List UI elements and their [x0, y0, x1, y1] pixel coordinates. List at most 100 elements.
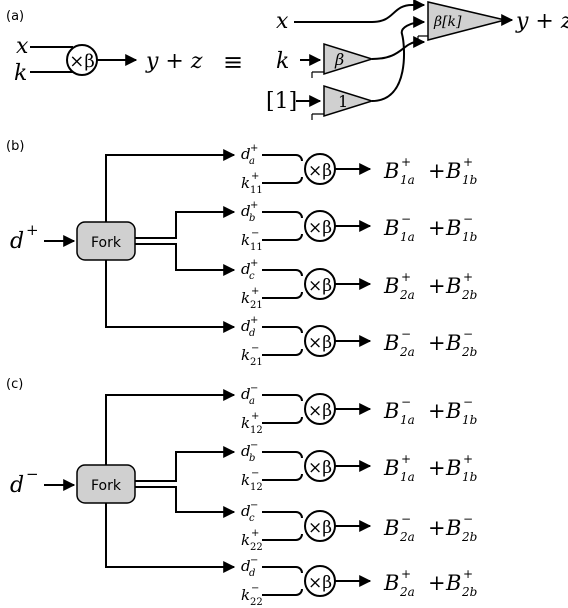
row-wire-d — [262, 326, 303, 334]
row-d-label: d — [241, 145, 251, 163]
row-term1: B — [383, 274, 399, 298]
row-term2-sup: − — [463, 395, 473, 409]
row-term1-sub: 1a — [400, 173, 415, 187]
row-term1-sub: 1a — [400, 230, 415, 244]
input-x-label: x — [16, 34, 29, 59]
one-ground — [311, 113, 324, 120]
row-d-sub: d — [249, 328, 255, 339]
panel-b-label: (b) — [6, 139, 24, 154]
row-wire-k — [262, 588, 303, 596]
row-term1: B — [383, 159, 399, 183]
row-term2-sup: − — [463, 512, 473, 526]
row-wire-d — [262, 394, 303, 402]
row-plus: + — [428, 216, 446, 240]
panel-c-label: (c) — [6, 377, 23, 392]
fork-wire-a — [105, 149, 236, 222]
multiplier-symbol: ×β — [308, 458, 332, 478]
row-k-sup: + — [251, 286, 259, 297]
row-d-label: d — [241, 317, 251, 335]
row-d-sup: − — [250, 555, 258, 566]
row-k-label: k — [241, 346, 250, 364]
row-wire-d — [262, 154, 303, 162]
row-k-sup: + — [251, 528, 259, 539]
row-k-label: k — [241, 586, 250, 604]
row-d-sup: − — [250, 440, 258, 451]
row-term2-sub: 1b — [462, 413, 477, 427]
row-term2-sub: 2b — [461, 288, 477, 302]
row-term1-sup: − — [401, 212, 411, 226]
row-d-sub: d — [249, 568, 255, 579]
row-d-sup: + — [250, 315, 258, 326]
row-d-sub: a — [249, 396, 255, 407]
row-term2-sub: 1b — [462, 230, 477, 244]
multiplier-symbol: ×β — [308, 161, 332, 181]
fork-wire-b — [135, 446, 236, 482]
row-d-sub: c — [249, 513, 255, 524]
gain-triangle-big — [427, 1, 506, 41]
fork-wire-d — [105, 260, 236, 333]
fork-wire-a — [105, 389, 236, 465]
rhs-x-label: x — [276, 9, 289, 34]
row-term1: B — [383, 399, 399, 423]
panel-c-input-sign: − — [26, 465, 39, 483]
row-k-sub: 11 — [250, 185, 263, 196]
row-term2-sub: 2b — [461, 585, 477, 599]
row-wire-k — [262, 233, 303, 241]
row-term2: B — [445, 216, 461, 240]
row-plus: + — [428, 571, 446, 595]
fork-wire-b — [135, 206, 236, 239]
row-wire-d — [262, 566, 303, 574]
row-d-label: d — [241, 442, 251, 460]
output-label: y + z — [145, 49, 203, 74]
tri-big-label: β[k] — [433, 14, 462, 30]
row-k-sup: − — [251, 228, 259, 239]
multiplier-symbol: ×β — [308, 518, 332, 538]
row-term1-sup: + — [401, 567, 411, 581]
row-term1-sub: 2a — [399, 288, 415, 302]
panel-b-input-sign: + — [26, 221, 39, 239]
row-d-sup: − — [250, 383, 258, 394]
row-k-sub: 11 — [250, 242, 263, 253]
input-k-label: k — [14, 61, 27, 86]
row-wire-d — [262, 211, 303, 219]
row-term2: B — [445, 456, 461, 480]
row-wire-d — [262, 511, 303, 519]
gain-triangle-one — [323, 84, 375, 118]
row-term1-sub: 2a — [399, 345, 415, 359]
row-term2: B — [445, 571, 461, 595]
wire-beta-to-big — [371, 36, 426, 60]
row-term2: B — [445, 399, 461, 423]
row-term2-sup: + — [463, 567, 473, 581]
rhs-one-label: [1] — [266, 89, 297, 114]
row-d-sup: − — [250, 500, 258, 511]
row-wire-k — [262, 348, 303, 356]
row-d-label: d — [241, 260, 251, 278]
row-plus: + — [428, 516, 446, 540]
row-k-sub: 22 — [250, 597, 263, 608]
row-d-label: d — [241, 502, 251, 520]
row-d-label: d — [241, 202, 251, 220]
fork-wire-d — [105, 503, 236, 573]
row-d-sup: + — [250, 200, 258, 211]
row-term1-sup: + — [401, 155, 411, 169]
row-term2-sub: 1b — [462, 173, 477, 187]
row-term2-sup: + — [463, 452, 473, 466]
row-term1-sup: − — [401, 512, 411, 526]
multiplier-symbol: ×β — [308, 218, 332, 238]
row-term1: B — [383, 516, 399, 540]
row-d-sup: + — [250, 143, 258, 154]
row-k-label: k — [241, 231, 250, 249]
row-k-label: k — [241, 289, 250, 307]
row-wire-k — [262, 533, 303, 541]
row-k-label: k — [241, 471, 250, 489]
multiplier-symbol: ×β — [308, 573, 332, 593]
row-k-sup: − — [251, 583, 259, 594]
